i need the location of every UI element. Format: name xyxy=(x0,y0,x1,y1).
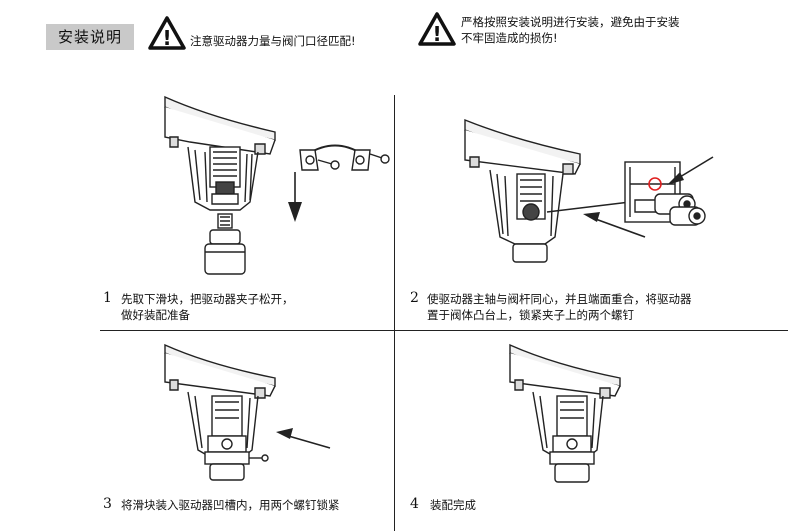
warning-triangle-icon: ! xyxy=(418,12,456,46)
step-2-text-line1: 使驱动器主轴与阀杆同心，并且端面重合，将驱动器 xyxy=(427,292,692,306)
step-number-2: 2 xyxy=(410,290,419,306)
warning-left-text: 注意驱动器力量与阀门口径匹配! xyxy=(190,34,356,48)
warning-symbol: ! xyxy=(432,22,441,46)
figure-step-1 xyxy=(150,92,400,287)
figure-step-3 xyxy=(150,340,370,490)
grid-divider-vertical xyxy=(394,95,395,531)
step-1-text-line1: 先取下滑块，把驱动器夹子松开， xyxy=(121,292,294,306)
section-title: 安装说明 xyxy=(46,24,134,50)
warning-right-line2: 不牢固造成的损伤! xyxy=(461,31,558,45)
step-number-4: 4 xyxy=(410,496,419,512)
warning-symbol: ! xyxy=(162,26,171,50)
warning-right-line1: 严格按照安装说明进行安装，避免由于安装 xyxy=(461,15,680,29)
figure-step-2 xyxy=(455,112,755,287)
step-4-text-line1: 装配完成 xyxy=(430,498,476,512)
step-3-text-line1: 将滑块装入驱动器凹槽内，用两个螺钉锁紧 xyxy=(121,498,340,512)
warning-triangle-icon: ! xyxy=(148,16,186,50)
step-number-3: 3 xyxy=(103,496,112,512)
step-2-text-line2: 置于阀体凸台上，锁紧夹子上的两个螺钉 xyxy=(427,308,634,322)
figure-step-4 xyxy=(500,340,660,490)
grid-divider-horizontal xyxy=(100,330,788,331)
step-1-text-line2: 做好装配准备 xyxy=(121,308,190,322)
step-number-1: 1 xyxy=(103,290,112,306)
